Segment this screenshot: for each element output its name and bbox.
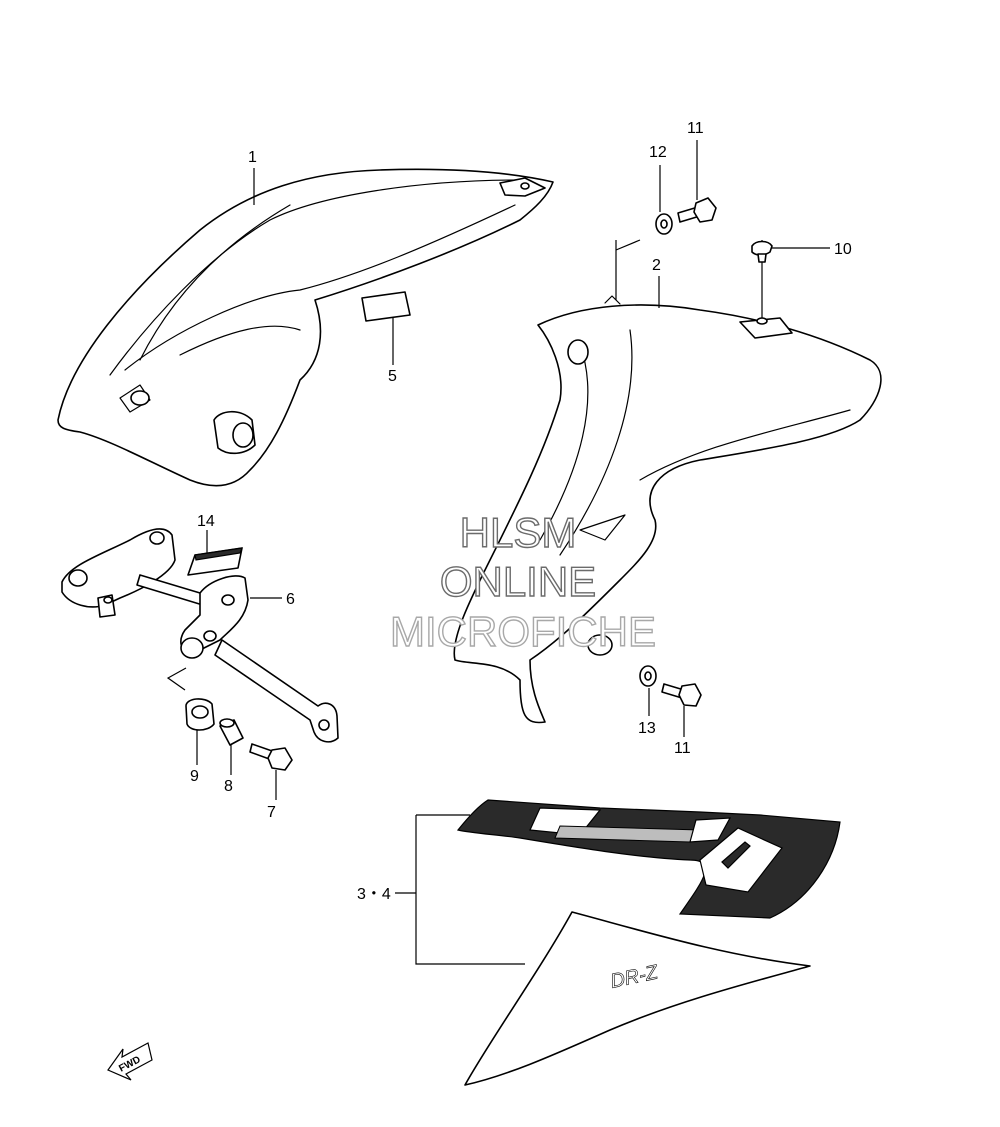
part-6-bracket [61, 528, 339, 743]
callout-10: 10 [834, 241, 852, 258]
callout-3-4: 3・4 [357, 886, 391, 903]
part-5-pad [361, 291, 411, 365]
callout-labels: 1 2 3・4 5 6 7 8 9 10 11 11 12 13 14 [190, 120, 852, 903]
callout-12: 12 [649, 144, 667, 161]
callout-1: 1 [248, 149, 257, 166]
part-14-pad [187, 530, 243, 576]
watermark: HLSM ONLINE MICROFICHE [389, 508, 656, 655]
part-9-grommet [185, 698, 215, 765]
part-10-clip [751, 240, 830, 263]
callout-6: 6 [286, 591, 295, 608]
part-8-collar [219, 718, 244, 775]
part-12-washer [655, 165, 673, 235]
callout-9: 9 [190, 768, 199, 785]
part-2-right-shroud [453, 295, 882, 724]
part-13-washer [639, 665, 657, 716]
callout-11-bottom: 11 [674, 740, 691, 757]
part-11-bolt-top [677, 140, 717, 223]
callout-13: 13 [638, 720, 656, 737]
part-3-4-decals: DR-Z [395, 799, 841, 1086]
callout-8: 8 [224, 778, 233, 795]
callout-14: 14 [197, 513, 215, 530]
fwd-arrow-icon: FWD [107, 1042, 153, 1081]
part-11-bolt-bottom [661, 683, 702, 737]
watermark-line-3: MICROFICHE [390, 608, 656, 655]
callout-11-top: 11 [687, 120, 704, 137]
watermark-line-1: HLSM [460, 509, 577, 556]
part-7-bolt [249, 743, 293, 800]
part-1-left-shroud [57, 168, 554, 487]
watermark-line-2: ONLINE [440, 558, 596, 605]
callout-5: 5 [388, 368, 397, 385]
callout-7: 7 [267, 804, 276, 821]
callout-2: 2 [652, 257, 661, 274]
